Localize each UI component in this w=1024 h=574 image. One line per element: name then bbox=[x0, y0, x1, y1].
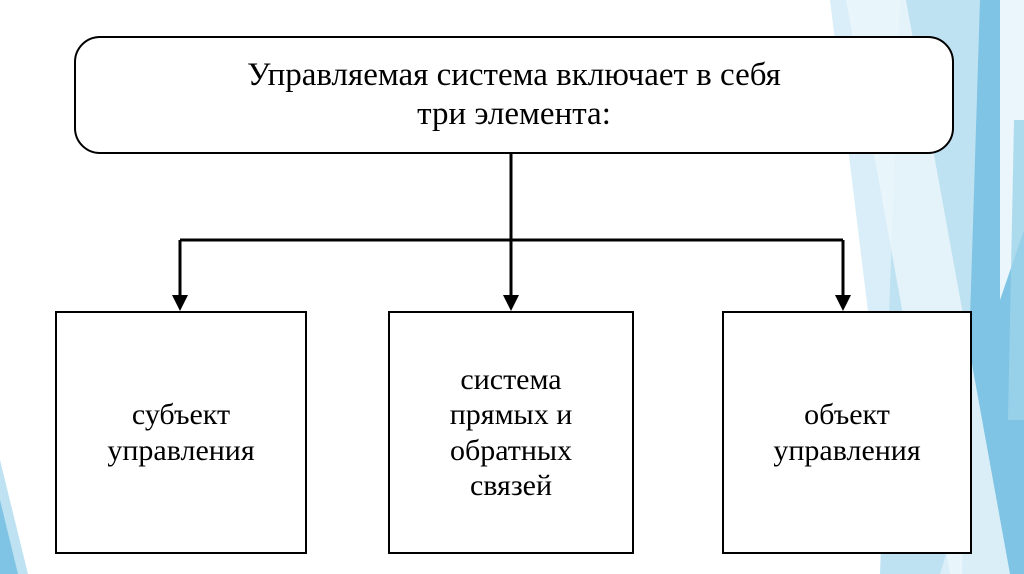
child-node-feedback-system-line1: система bbox=[460, 362, 562, 396]
child-node-feedback-system-line4: связей bbox=[469, 468, 553, 502]
child-node-object-line1: объект bbox=[804, 398, 890, 432]
root-node: Управляемая система включает в себя три … bbox=[74, 36, 954, 154]
child-node-feedback-system-line3: обратных bbox=[449, 433, 573, 467]
child-node-subject: субъект управления bbox=[55, 311, 307, 554]
child-node-subject-line1: субъект bbox=[131, 398, 231, 432]
child-node-feedback-system: система прямых и обратных связей bbox=[388, 311, 634, 554]
root-node-line1: Управляемая система включает в себя bbox=[247, 57, 781, 94]
child-node-object-line2: управления bbox=[773, 433, 921, 467]
child-node-subject-line2: управления bbox=[107, 433, 255, 467]
child-node-feedback-system-line2: прямых и bbox=[449, 398, 573, 432]
child-node-object: объект управления bbox=[722, 311, 972, 554]
root-node-line2: три элемента: bbox=[417, 96, 611, 132]
